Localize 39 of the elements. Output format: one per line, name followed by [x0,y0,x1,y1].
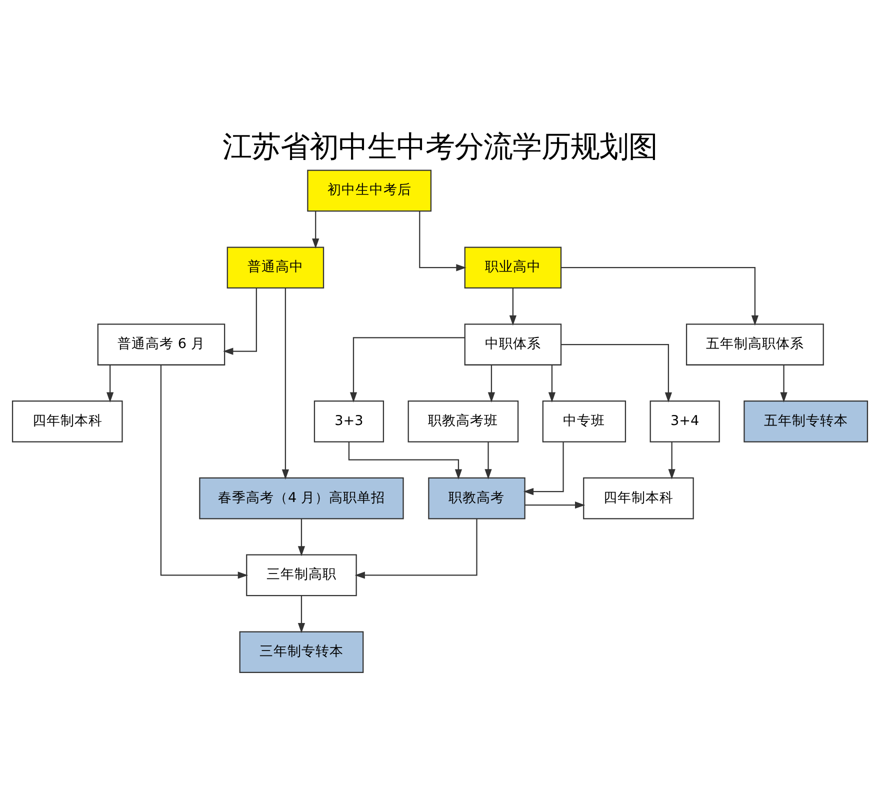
node-box: 3+4 [650,400,720,442]
arrow [561,266,759,326]
arrow [524,501,586,508]
node-box: 春季高考（4 月）高职单招 [199,476,404,519]
node-box: 四年制本科 [583,476,694,519]
node-box: 普通高中 [226,246,324,288]
arrow [312,210,320,248]
arrow [488,364,496,402]
node-box: 五年制高职体系 [686,323,824,365]
node-box: 普通高考 6 月 [97,323,226,365]
node-box: 职业高中 [464,246,562,288]
node-box: 中职体系 [464,323,562,365]
node-box: 三年制专转本 [239,630,364,673]
node-box: 三年制高职 [246,554,357,596]
arrow [348,442,462,479]
arrow [282,288,290,480]
arrow [354,518,478,578]
node-box: 五年制专转本 [744,400,868,442]
arrow [668,442,676,479]
node-box: 四年制本科 [12,400,123,442]
arrow [106,364,114,402]
arrow [484,442,492,479]
arrow [523,442,564,495]
diagram-title: 江苏省初中生中考分流学历规划图 [222,129,658,164]
arrow [780,364,788,402]
arrow [419,210,466,271]
arrow [223,288,257,354]
arrow [350,336,465,402]
arrow [298,518,306,556]
arrow [548,364,556,402]
node-box: 职教高考班 [408,400,519,442]
arrow [298,595,306,633]
node-box: 中专班 [542,400,626,442]
node-box: 职教高考 [428,476,526,519]
node-box: 3+3 [314,400,384,442]
arrow [160,364,248,578]
arrow [509,288,516,326]
node-box: 初中生中考后 [307,169,432,212]
arrow [561,343,672,402]
